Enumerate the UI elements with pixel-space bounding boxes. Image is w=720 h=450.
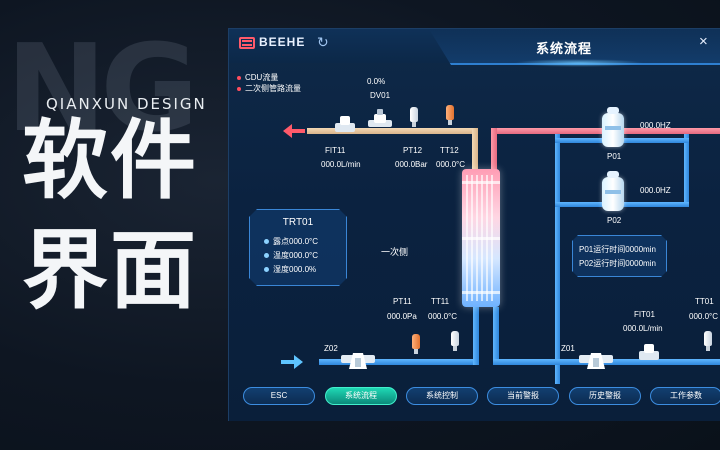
flow-out-arrow-icon [283, 124, 305, 138]
dv01-label: DV01 [370, 91, 391, 100]
trt01-title: TRT01 [282, 217, 314, 228]
legend-label: CDU流量 [245, 73, 279, 82]
refresh-icon[interactable]: ↻ [317, 34, 329, 50]
cold-pipe-left [319, 359, 479, 365]
brand-name: QIANXUN DESIGN [46, 95, 207, 113]
return-pipe-riser [472, 128, 478, 170]
pt12-sensor-icon[interactable] [410, 107, 418, 127]
top-bar [229, 29, 720, 63]
z02-label: Z02 [324, 344, 338, 353]
fit11-meter-icon[interactable] [331, 113, 359, 135]
fit11-value: 000.0L/min [321, 160, 361, 169]
tt11-sensor-icon[interactable] [451, 331, 459, 351]
p01-label: P01 [607, 152, 622, 161]
runtime-panel: P01运行时间0000min P02运行时间0000min [572, 235, 667, 277]
nav-button-system-flow[interactable]: 系统流程 [325, 387, 397, 405]
nav-button-esc[interactable]: ESC [243, 387, 315, 405]
legend: CDU流量 二次侧管路流量 [237, 72, 301, 94]
nav-button-alarm-history[interactable]: 历史警报 [569, 387, 641, 405]
background-letters: NG [6, 20, 199, 159]
cold-pipe-left-riser [473, 307, 479, 365]
tt11-label: TT11 [431, 297, 450, 306]
bullet-icon [264, 239, 269, 244]
trt01-humidity: 湿度000.0% [273, 265, 317, 274]
fit01-meter-icon[interactable] [635, 341, 663, 363]
heat-exchanger-band [462, 237, 500, 240]
tt12-value: 000.0°C [436, 160, 465, 169]
scada-screen: BEEHE ↻ 系统流程 × CDU流量 二次侧管路流量 0.0% DV01 [228, 28, 720, 421]
legend-label: 二次侧管路流量 [245, 84, 301, 93]
trt01-dew-point: 露点000.0°C [273, 237, 318, 246]
return-pipe-top [307, 128, 477, 134]
pt11-sensor-icon[interactable] [412, 334, 420, 354]
legend-item: 二次侧管路流量 [237, 83, 301, 94]
flow-in-arrow-icon [281, 355, 303, 369]
p02-pump-icon[interactable] [602, 171, 624, 211]
hot-pipe-riser [491, 128, 497, 170]
bullet-icon [264, 253, 269, 258]
fit01-label: FIT01 [634, 310, 655, 319]
close-icon[interactable]: × [699, 33, 708, 50]
p02-label: P02 [607, 216, 622, 225]
fit11-label: FIT11 [325, 146, 346, 155]
nav-button-current-alarms[interactable]: 当前警报 [487, 387, 559, 405]
promo-title-line-2: 界面 [22, 221, 198, 321]
fit01-value: 000.0L/min [623, 324, 663, 333]
trt01-row: 湿度000.0% [264, 264, 316, 275]
p02-runtime: P02运行时间0000min [579, 259, 656, 268]
trt01-row: 温度000.0°C [264, 250, 318, 261]
promo-title-line-1: 软件 [22, 111, 198, 211]
tt01-sensor-icon[interactable] [704, 331, 712, 351]
logo-icon [239, 37, 255, 49]
primary-side-label: 一次侧 [381, 247, 409, 257]
heat-exchanger-band [462, 291, 500, 294]
p01-value: 000.0HZ [640, 121, 671, 130]
pump-loop-left [555, 134, 560, 384]
tt01-value: 000.0°C [689, 312, 718, 321]
legend-dot-icon [237, 86, 241, 91]
legend-item: CDU流量 [237, 72, 301, 83]
page-title: 系统流程 [535, 41, 592, 56]
p02-value: 000.0HZ [640, 186, 671, 195]
logo-text: BEEHE [259, 35, 306, 49]
trt01-panel[interactable]: TRT01 露点000.0°C 温度000.0°C 湿度000.0% [249, 209, 347, 286]
p01-runtime: P01运行时间0000min [579, 245, 656, 254]
cold-pipe-right-riser [493, 307, 499, 365]
tt12-sensor-icon[interactable] [446, 105, 454, 125]
nav-button-system-control[interactable]: 系统控制 [406, 387, 478, 405]
trt01-row: 露点000.0°C [264, 236, 318, 247]
title-glow [514, 59, 644, 67]
heat-exchanger[interactable] [462, 169, 500, 307]
pump-loop-right [684, 134, 689, 206]
nav-button-work-params[interactable]: 工作参数 [650, 387, 720, 405]
pt11-value: 000.0Pa [387, 312, 417, 321]
z01-filter-icon[interactable] [579, 349, 613, 371]
legend-dot-icon [237, 75, 241, 80]
tt12-label: TT12 [440, 146, 459, 155]
pt12-value: 000.0Bar [395, 160, 428, 169]
p01-pump-icon[interactable] [602, 107, 624, 147]
z01-label: Z01 [561, 344, 575, 353]
z02-filter-icon[interactable] [341, 349, 375, 371]
tt11-value: 000.0°C [428, 312, 457, 321]
dv01-valve-icon[interactable] [366, 108, 394, 130]
pt12-label: PT12 [403, 146, 423, 155]
trt01-temperature: 温度000.0°C [273, 251, 318, 260]
dv01-percent: 0.0% [367, 77, 386, 86]
pt11-label: PT11 [393, 297, 412, 306]
tt01-label: TT01 [695, 297, 714, 306]
bullet-icon [264, 267, 269, 272]
heat-exchanger-band [462, 181, 500, 184]
